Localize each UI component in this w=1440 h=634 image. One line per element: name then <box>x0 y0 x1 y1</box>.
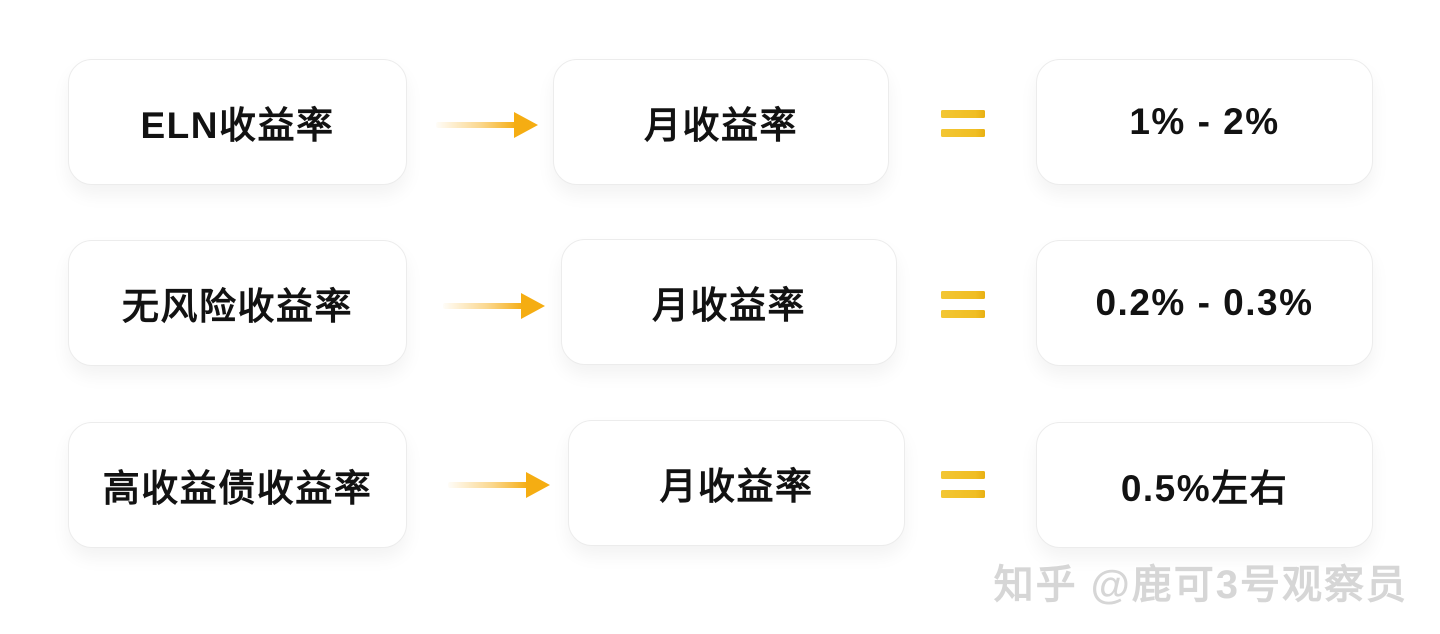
result-box: 0.5%左右 <box>1036 422 1373 548</box>
source-label: ELN收益率 <box>140 105 335 146</box>
middle-label: 月收益率 <box>659 466 814 507</box>
arrow-right-icon <box>448 472 550 498</box>
result-box: 0.2% - 0.3% <box>1036 240 1373 366</box>
middle-box: 月收益率 <box>553 59 889 185</box>
arrow-right-icon <box>436 112 538 138</box>
equals-icon <box>941 471 985 498</box>
watermark: 知乎 @鹿可3号观察员 <box>993 563 1408 607</box>
source-label: 高收益债收益率 <box>102 468 373 509</box>
source-box: 高收益债收益率 <box>68 422 407 548</box>
middle-box: 月收益率 <box>561 239 897 365</box>
source-box: ELN收益率 <box>68 59 407 185</box>
result-label: 0.2% - 0.3% <box>1095 282 1314 323</box>
middle-label: 月收益率 <box>652 285 806 326</box>
result-box: 1% - 2% <box>1036 59 1373 185</box>
source-box: 无风险收益率 <box>68 240 407 366</box>
middle-box: 月收益率 <box>568 420 905 546</box>
result-label: 1% - 2% <box>1129 101 1280 142</box>
result-label: 0.5%左右 <box>1120 468 1289 509</box>
equals-icon <box>941 110 985 137</box>
equals-icon <box>941 291 985 318</box>
middle-label: 月收益率 <box>644 105 798 146</box>
source-label: 无风险收益率 <box>122 286 353 327</box>
arrow-right-icon <box>443 293 545 319</box>
